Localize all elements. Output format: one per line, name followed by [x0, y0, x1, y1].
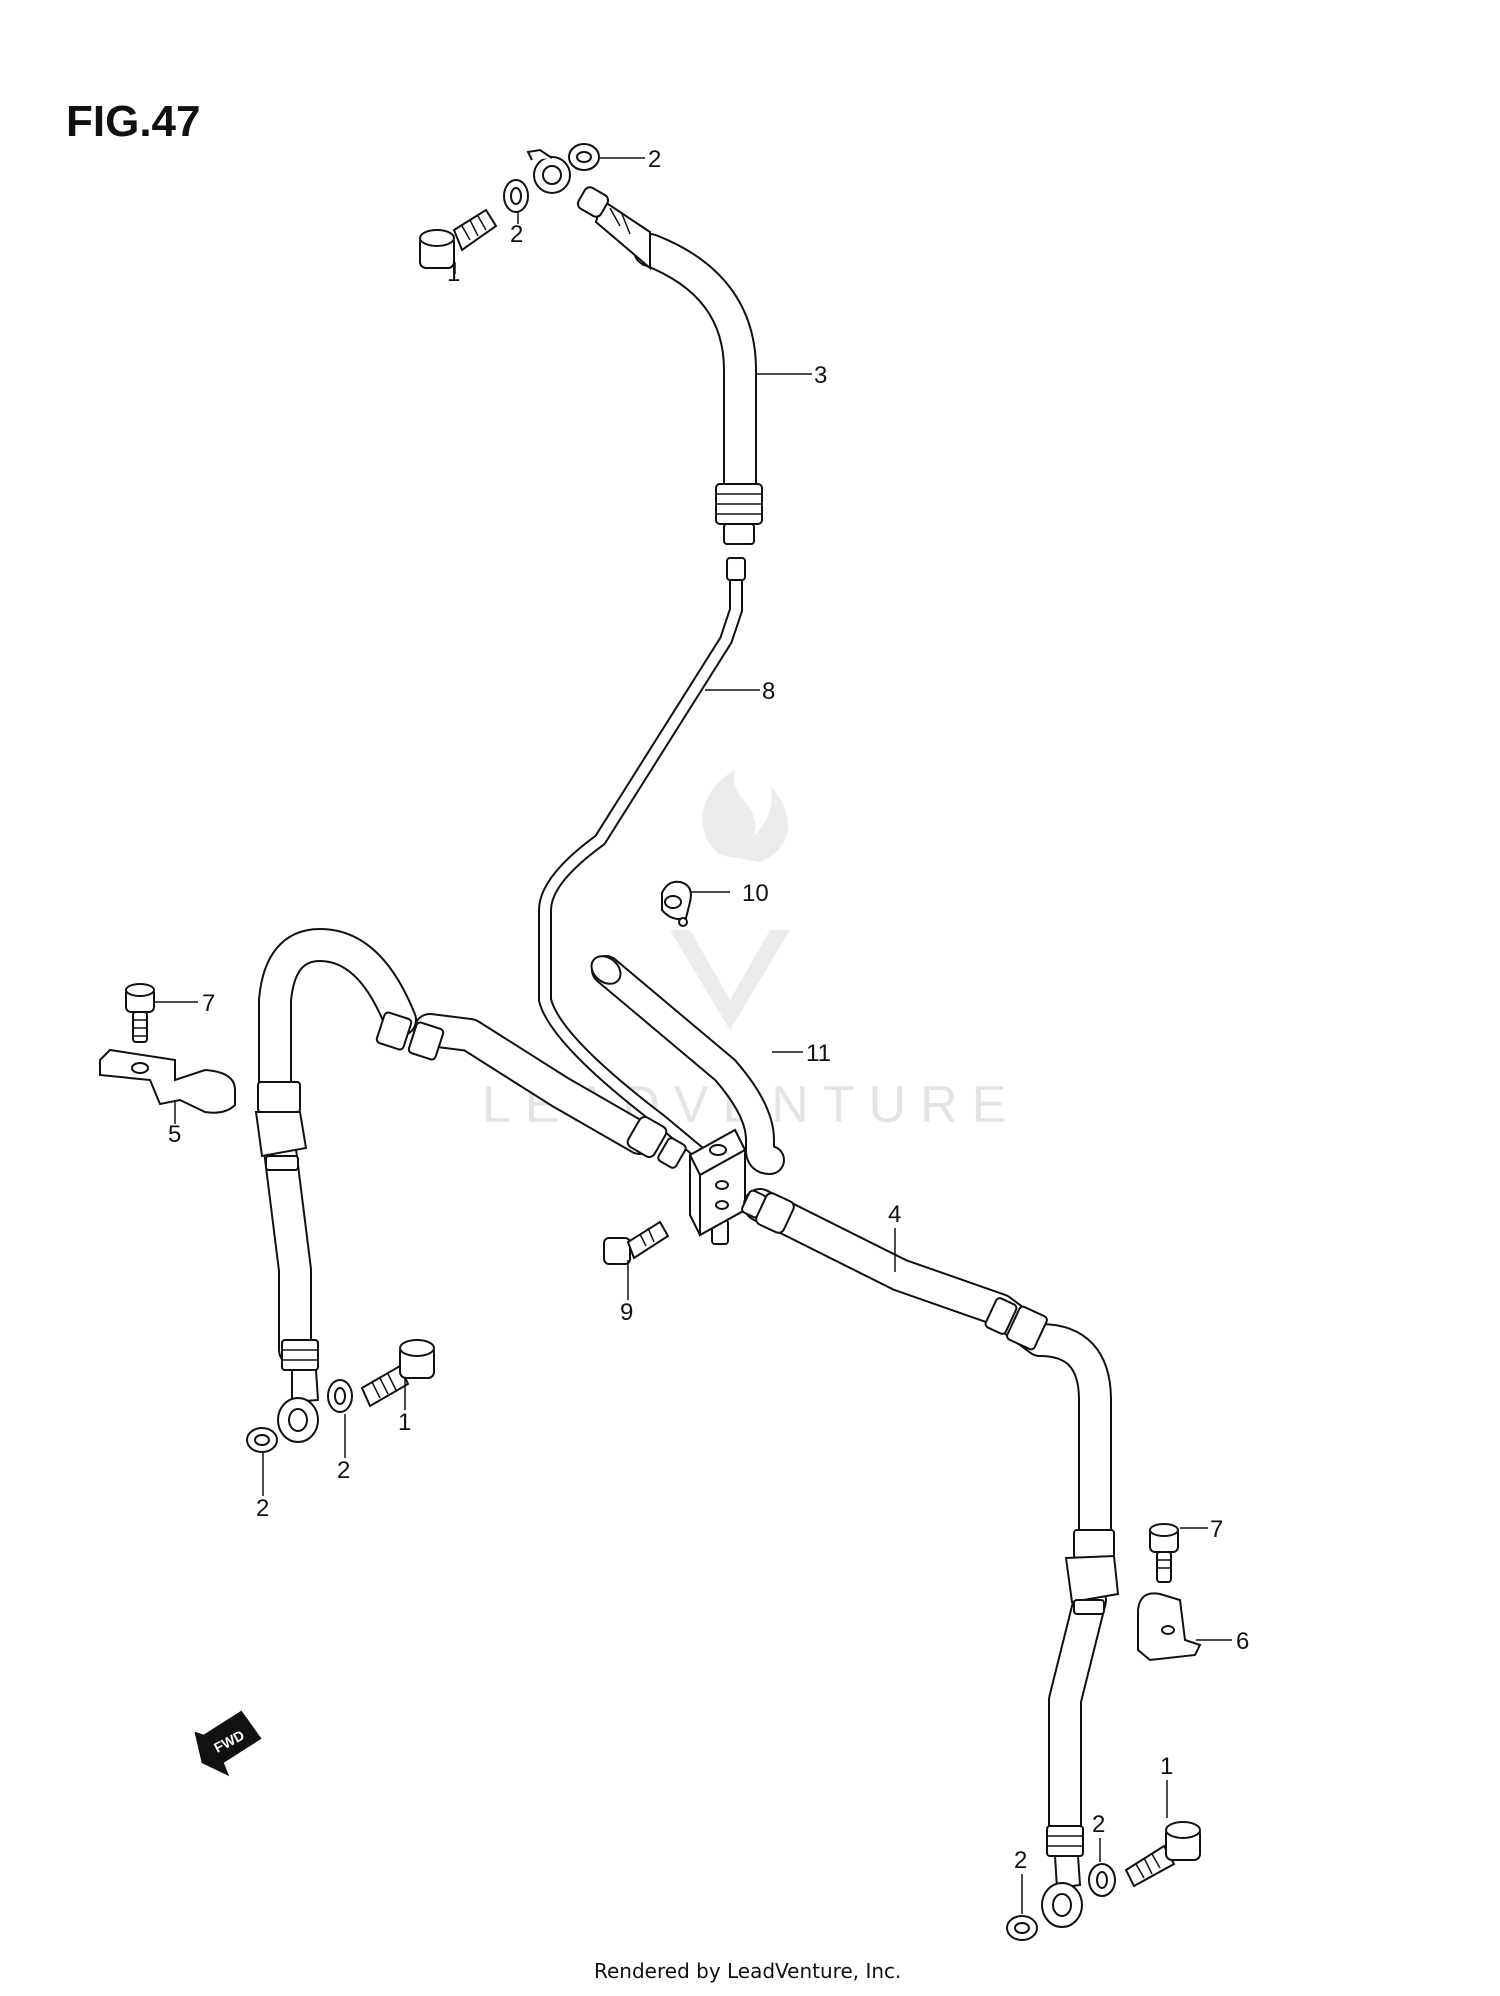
banjo-bolt-right — [1124, 1821, 1201, 1888]
callout-2-right-b: 2 — [1014, 1847, 1027, 1874]
callout-2-top-left: 2 — [510, 221, 523, 248]
washer-top-right — [568, 143, 600, 171]
forward-arrow-icon: FWD — [194, 1710, 262, 1777]
footer-credit: Rendered by LeadVenture, Inc. — [594, 1959, 901, 1983]
callout-1-right: 1 — [1160, 1753, 1173, 1780]
callout-1-left: 1 — [398, 1409, 411, 1436]
brake-pipe — [538, 557, 746, 1245]
callout-7-left: 7 — [202, 990, 215, 1017]
pipe-protector — [590, 955, 785, 1175]
banjo-bolt-top — [419, 208, 498, 269]
washer-right-b — [1006, 1915, 1038, 1941]
washer-left-b — [246, 1427, 278, 1453]
callout-labels: 1 2 2 3 8 10 11 7 5 4 9 1 2 2 7 6 1 2 2 — [168, 146, 1249, 1874]
hose-lower-right — [741, 1188, 1120, 1928]
callout-2-left-b: 2 — [256, 1495, 269, 1522]
bracket-left — [99, 1048, 236, 1114]
callout-10: 10 — [742, 880, 769, 907]
bracket-right-bolt — [1149, 1523, 1179, 1583]
callout-2-right-a: 2 — [1092, 1811, 1105, 1838]
hose-upper — [526, 148, 763, 545]
callout-3: 3 — [814, 362, 827, 389]
callout-9: 9 — [620, 1299, 633, 1326]
callout-7-right: 7 — [1210, 1516, 1223, 1543]
washer-left-a — [327, 1379, 353, 1413]
callout-1-top: 1 — [447, 260, 460, 287]
junction-bolt — [603, 1220, 670, 1265]
figure-title: FIG.47 — [66, 97, 201, 146]
pipe-clip — [661, 880, 692, 927]
bracket-right — [1137, 1592, 1202, 1662]
leader-lines — [155, 157, 1232, 1914]
callout-8: 8 — [762, 678, 775, 705]
callout-6: 6 — [1236, 1628, 1249, 1655]
callout-2-left-a: 2 — [337, 1457, 350, 1484]
banjo-bolt-left — [360, 1339, 435, 1408]
bracket-left-bolt — [125, 983, 155, 1043]
callout-5: 5 — [168, 1121, 181, 1148]
callout-11: 11 — [806, 1040, 831, 1067]
washer-right-a — [1088, 1863, 1116, 1897]
hose-lower-left — [254, 928, 687, 1443]
callout-4: 4 — [888, 1201, 901, 1228]
callout-2-top-right: 2 — [648, 146, 661, 173]
junction-block — [688, 1128, 747, 1237]
washer-top-left — [503, 179, 529, 213]
